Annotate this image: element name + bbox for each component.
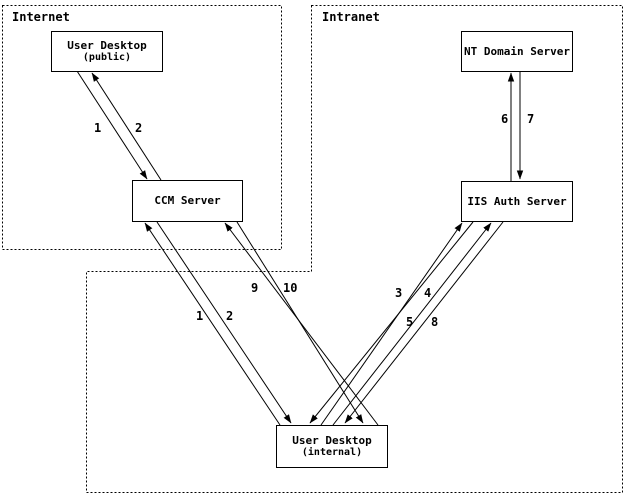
node-user-desktop-public: User Desktop (public): [51, 31, 163, 72]
edge-label-1-public: 1: [94, 121, 101, 135]
node-title: NT Domain Server: [464, 44, 570, 58]
node-subtitle: (public): [82, 52, 132, 63]
internet-zone-label: Internet: [12, 10, 70, 24]
edge-line-ccm-to-internal-2: [156, 221, 292, 424]
node-user-desktop-internal: User Desktop (internal): [276, 425, 388, 468]
edge-label-3: 3: [395, 286, 402, 300]
edge-label-9: 9: [251, 281, 258, 295]
internet-zone-outline: [2, 5, 282, 250]
edge-label-6: 6: [501, 112, 508, 126]
node-ccm-server: CCM Server: [132, 180, 243, 222]
edge-line-internal-to-iis-3: [320, 222, 463, 426]
edge-label-10: 10: [283, 281, 297, 295]
edge-label-1-internal: 1: [196, 309, 203, 323]
node-title: CCM Server: [154, 194, 221, 207]
edge-label-2-internal: 2: [226, 309, 233, 323]
node-iis-auth-server: IIS Auth Server: [461, 181, 573, 222]
edge-line-iis-to-internal-4: [309, 221, 474, 424]
node-title: User Desktop: [67, 39, 147, 52]
edge-line-internal-to-iis-5: [332, 222, 492, 426]
edge-label-2-public: 2: [135, 121, 142, 135]
intranet-zone-outline: [86, 5, 623, 493]
edge-label-8: 8: [431, 315, 438, 329]
edge-line-iis-to-internal-8: [344, 221, 504, 424]
edge-line-ccm-to-public-2: [91, 72, 162, 181]
edge-line-internal-to-ccm-1: [144, 222, 281, 426]
edge-line-ccm-to-internal-10: [236, 221, 364, 424]
edge-label-7: 7: [527, 112, 534, 126]
edge-label-4: 4: [424, 286, 431, 300]
edge-line-public-to-ccm-1: [76, 70, 148, 180]
node-title: User Desktop: [292, 434, 372, 447]
node-title: IIS Auth Server: [467, 194, 567, 208]
intranet-zone-label: Intranet: [322, 10, 380, 24]
edge-label-5: 5: [406, 315, 413, 329]
node-subtitle: (internal): [301, 447, 363, 458]
node-nt-domain-server: NT Domain Server: [461, 31, 573, 72]
